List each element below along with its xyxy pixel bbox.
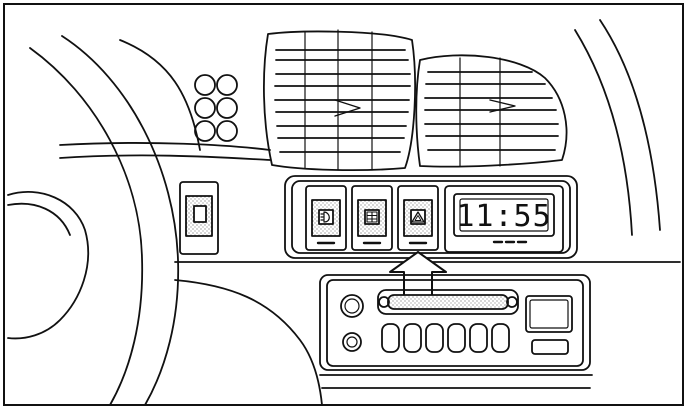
steering-wheel-rim-outer	[61, 35, 180, 406]
cassette-slot	[377, 289, 519, 315]
clock-time: 11:55	[456, 199, 551, 234]
left-side-switch	[179, 181, 219, 255]
dash-right-contour-inner	[574, 29, 633, 236]
rear-defrost-icon	[366, 211, 378, 223]
radio-display	[525, 295, 573, 333]
radio-volume-knob[interactable]	[340, 294, 364, 318]
dash-top-edge	[59, 142, 271, 151]
switch-panel-inner	[291, 180, 571, 254]
fog-lamp-icon	[320, 211, 330, 223]
left-air-vent	[263, 29, 416, 172]
steering-wheel-rim-inner	[29, 47, 144, 406]
hazard-switch[interactable]	[397, 185, 439, 251]
steering-wheel-spoke	[7, 202, 71, 236]
instrument-cluster-dials	[194, 74, 238, 142]
dash-right-contour	[599, 19, 661, 231]
hazard-triangle-icon	[411, 211, 425, 223]
radio-console	[319, 274, 593, 389]
fog-lamp-switch[interactable]	[305, 185, 347, 251]
dash-lower-ledge	[59, 154, 271, 161]
clock-module	[444, 185, 564, 253]
steering-wheel-hub	[7, 191, 89, 340]
radio-eject-button[interactable]	[531, 339, 569, 355]
radio-tune-knob[interactable]	[342, 332, 362, 352]
dash-console-sweep	[174, 279, 323, 406]
diagram-border	[3, 3, 684, 406]
right-air-vent	[415, 54, 568, 168]
dash-upper-contour	[119, 39, 201, 151]
radio-preset-buttons[interactable]	[381, 323, 510, 353]
switch-panel-housing	[284, 175, 578, 259]
